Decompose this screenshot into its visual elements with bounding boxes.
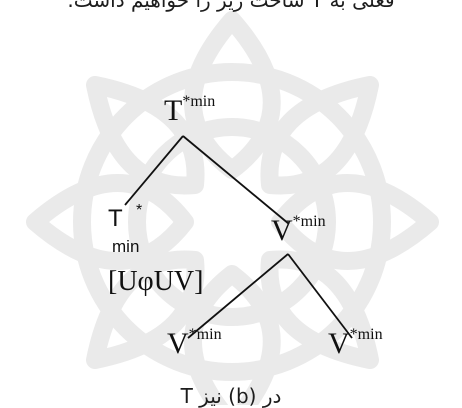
node-left-subscript: min <box>112 237 140 256</box>
edge-v-right <box>287 253 353 339</box>
edge-root-right <box>182 135 290 225</box>
footer-persian-text: در (b) نیز T <box>180 384 282 408</box>
tree-node-grandchild-right: V*min <box>328 326 383 360</box>
grandchild-right-superscript: *min <box>349 326 383 343</box>
node-right-superscript: *min <box>292 213 326 230</box>
node-root-label: T <box>164 94 183 127</box>
tree-node-grandchild-left: V*min <box>167 326 222 360</box>
edge-v-left <box>187 253 289 339</box>
tree-node-root: T*min <box>164 93 216 127</box>
node-root-superscript: *min <box>182 93 216 110</box>
node-right-label: V <box>271 214 293 247</box>
grandchild-left-superscript: *min <box>188 326 222 343</box>
header-persian-text: فعلی به T ساخت زیر را خواهیم داشت. <box>67 0 395 12</box>
grandchild-left-label: V <box>167 327 189 360</box>
node-left-label: T <box>108 205 123 232</box>
node-left-feature: [UφUV] <box>108 266 204 297</box>
edge-root-left <box>124 135 184 206</box>
node-left-superscript: * <box>136 202 143 219</box>
grandchild-right-label: V <box>328 327 350 360</box>
tree-node-right: V*min <box>271 213 326 247</box>
